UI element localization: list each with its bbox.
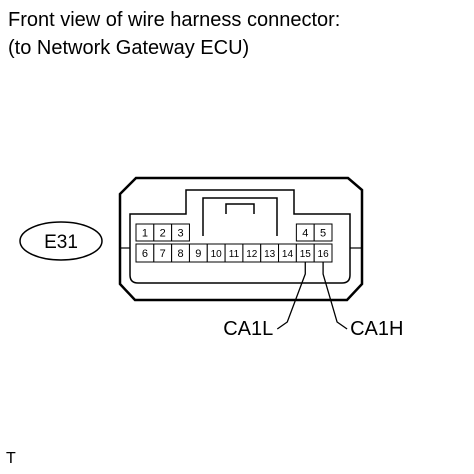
diagram-title: Front view of wire harness connector: (t… — [8, 6, 340, 62]
pin-number: 11 — [229, 249, 240, 260]
pin-number: 14 — [282, 249, 294, 260]
pin-cell — [171, 223, 190, 242]
pin-number: 8 — [177, 248, 183, 260]
pin-3: 3 — [171, 223, 190, 242]
pin-9: 9 — [188, 243, 208, 263]
footer-mark: T — [6, 450, 16, 467]
title-line-2: (to Network Gateway ECU) — [8, 37, 250, 59]
pin-number: 3 — [177, 228, 183, 240]
title-line-1: Front view of wire harness connector: — [8, 9, 341, 31]
callout-group: CA1L CA1H — [223, 262, 403, 340]
pin-1: 1 — [135, 223, 155, 242]
pin-10: 10 — [206, 243, 226, 263]
latch-tab — [225, 203, 255, 214]
pin-7: 7 — [153, 243, 173, 263]
pin-13: 13 — [260, 243, 280, 263]
pin-number: 5 — [320, 228, 326, 240]
pin-number: 4 — [302, 228, 308, 240]
connector-id-ellipse — [19, 221, 103, 261]
callout-label-ca1h: CA1H — [350, 318, 403, 340]
pin-number: 9 — [195, 248, 201, 260]
pin-14: 14 — [278, 243, 297, 263]
pin-2: 2 — [153, 223, 173, 242]
locking-latch — [202, 197, 278, 236]
pin-cell — [313, 223, 333, 242]
connector-id: E31 — [44, 232, 78, 253]
pin-number: 6 — [142, 248, 148, 260]
pin-number: 16 — [318, 249, 330, 260]
pin-5: 5 — [313, 223, 333, 242]
pin-16: 16 — [313, 243, 333, 263]
pin-number: 1 — [142, 228, 148, 240]
pin-number: 2 — [160, 228, 166, 240]
callout-label-ca1l: CA1L — [223, 318, 273, 340]
callout-leader-ca1l — [276, 262, 306, 330]
pin-number: 12 — [246, 249, 258, 260]
pin-4: 4 — [295, 223, 315, 242]
pin-12: 12 — [242, 243, 262, 263]
pin-number: 15 — [300, 249, 312, 260]
callout-leader-ca1h — [322, 262, 348, 330]
pin-6: 6 — [135, 243, 155, 263]
pin-15: 15 — [295, 243, 315, 263]
pin-8: 8 — [171, 243, 190, 263]
pin-number: 7 — [160, 248, 166, 260]
pin-number: 13 — [264, 249, 276, 260]
pin-11: 11 — [224, 243, 244, 263]
pin-number: 10 — [211, 249, 223, 260]
